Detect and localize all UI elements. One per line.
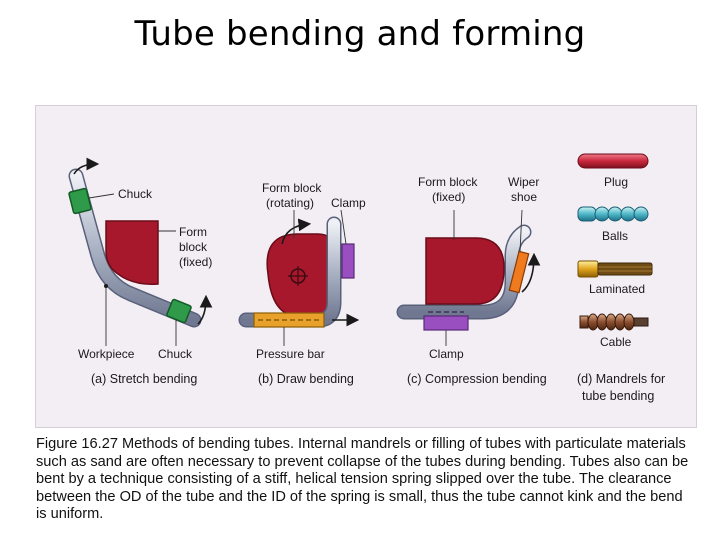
draw-bending-panel: Form block (rotating) Clamp Pressure bar… (238, 181, 366, 386)
balls-label: Balls (602, 229, 628, 243)
chuck-top-leader (88, 193, 115, 199)
compression-clamp (423, 315, 469, 331)
wiper-shoe (508, 250, 530, 294)
cable-label: Cable (600, 335, 632, 349)
compression-bending-caption: (c) Compression bending (407, 372, 547, 386)
figure-caption: Figure 16.27 Methods of bending tubes. I… (36, 436, 689, 523)
draw-form-block (266, 233, 337, 317)
stretch-form-block-label-1: Form (179, 225, 207, 239)
slide-title: Tube bending and forming (134, 14, 586, 54)
tube-bending-figure: Chuck Form block (fixed) Workpiece Chuck… (35, 105, 697, 428)
draw-form-block-label-2: (rotating) (266, 196, 314, 210)
draw-form-block-label-1: Form block (262, 181, 322, 195)
laminated-label: Laminated (589, 282, 645, 296)
stretch-form-block-label-2: block (179, 240, 208, 254)
stretch-workpiece-label: Workpiece (78, 347, 135, 361)
plug-label: Plug (604, 175, 628, 189)
balls-mandrel (577, 206, 649, 222)
stretch-tube (70, 170, 200, 326)
compression-form-block-label-2: (fixed) (432, 190, 465, 204)
top-chuck (68, 187, 92, 215)
laminated-mandrel (577, 260, 653, 278)
draw-clamp-label: Clamp (331, 196, 366, 210)
stretch-form-block-label-3: (fixed) (179, 255, 212, 269)
stretch-bending-panel: Chuck Form block (fixed) Workpiece Chuck… (68, 157, 213, 386)
compression-bending-panel: Form block (fixed) Wiper shoe Clamp (c) … (396, 175, 547, 386)
bottom-pull-arrow (197, 294, 213, 325)
mandrels-caption-line-1: (d) Mandrels for (577, 372, 665, 386)
pressure-bar (253, 312, 325, 328)
tube-bending-diagram: Chuck Form block (fixed) Workpiece Chuck… (68, 153, 665, 403)
top-pull-arrow (73, 157, 100, 175)
pressure-bar-label: Pressure bar (256, 347, 325, 361)
rotation-arrow (281, 218, 312, 245)
draw-clamp (341, 243, 355, 279)
wiper-arrow (521, 252, 541, 293)
wiper-shoe-label-2: shoe (511, 190, 537, 204)
stretch-chuck-bottom-label: Chuck (158, 347, 193, 361)
mandrels-panel: Plug Balls Laminated (577, 153, 665, 403)
compression-clamp-label: Clamp (429, 347, 464, 361)
compression-form-block-label-1: Form block (418, 175, 478, 189)
workpiece-dot (104, 284, 108, 288)
compression-form-block (425, 237, 505, 305)
stretch-chuck-top-label: Chuck (118, 187, 153, 201)
plug-mandrel (577, 153, 649, 169)
wiper-leader (519, 209, 523, 253)
wiper-shoe-label-1: Wiper (508, 175, 539, 189)
mandrels-caption-line-2: tube bending (582, 389, 654, 403)
bottom-chuck (166, 298, 192, 324)
cable-mandrel (579, 313, 649, 331)
draw-bending-caption: (b) Draw bending (258, 372, 354, 386)
draw-clamp-leader (340, 209, 347, 245)
stretch-bending-caption: (a) Stretch bending (91, 372, 197, 386)
stretch-form-block (105, 220, 159, 286)
